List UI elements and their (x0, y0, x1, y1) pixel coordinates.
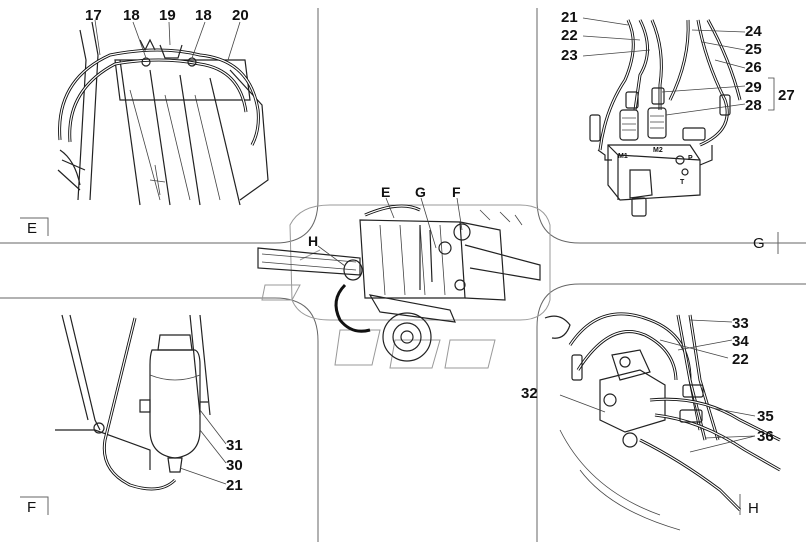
view-h-drawing (544, 312, 781, 531)
callout-23: 23 (561, 47, 578, 64)
view-f-corner-label: F (27, 499, 36, 516)
view-e-drawing (57, 19, 269, 206)
callout-34: 34 (732, 333, 749, 350)
view-f-drawing (55, 314, 227, 491)
quadrant-frame (0, 8, 806, 542)
callout-32: 32 (521, 385, 538, 402)
callout-18-second: 18 (195, 7, 212, 24)
callout-35: 35 (757, 408, 774, 425)
view-g-drawing (582, 17, 775, 217)
callout-21: 21 (561, 9, 578, 26)
center-overview-drawing (257, 197, 551, 369)
callout-28: 28 (745, 97, 762, 114)
callout-22-view-h: 22 (732, 351, 749, 368)
center-caption-f: F (452, 184, 461, 200)
callout-20: 20 (232, 7, 249, 24)
port-label-m2: M2 (653, 147, 663, 154)
view-g-corner-label: G (753, 235, 765, 252)
callout-31: 31 (226, 437, 243, 454)
callout-19: 19 (159, 7, 176, 24)
callout-29: 29 (745, 79, 762, 96)
callout-17: 17 (85, 7, 102, 24)
callout-26: 26 (745, 59, 762, 76)
callout-21-view-f: 21 (226, 477, 243, 494)
callout-25: 25 (745, 41, 762, 58)
callout-33: 33 (732, 315, 749, 332)
center-caption-e: E (381, 184, 390, 200)
callout-24: 24 (745, 23, 762, 40)
callout-18: 18 (123, 7, 140, 24)
callout-27: 27 (778, 87, 795, 104)
port-label-t: T (680, 179, 685, 186)
callout-36: 36 (757, 428, 774, 445)
port-label-m1: M1 (618, 153, 628, 160)
callout-30: 30 (226, 457, 243, 474)
center-caption-g: G (415, 184, 426, 200)
view-e-corner-label: E (27, 220, 37, 237)
center-caption-h: H (308, 233, 318, 249)
callout-22: 22 (561, 27, 578, 44)
view-h-corner-label: H (748, 500, 759, 517)
port-label-p: P (688, 155, 693, 162)
